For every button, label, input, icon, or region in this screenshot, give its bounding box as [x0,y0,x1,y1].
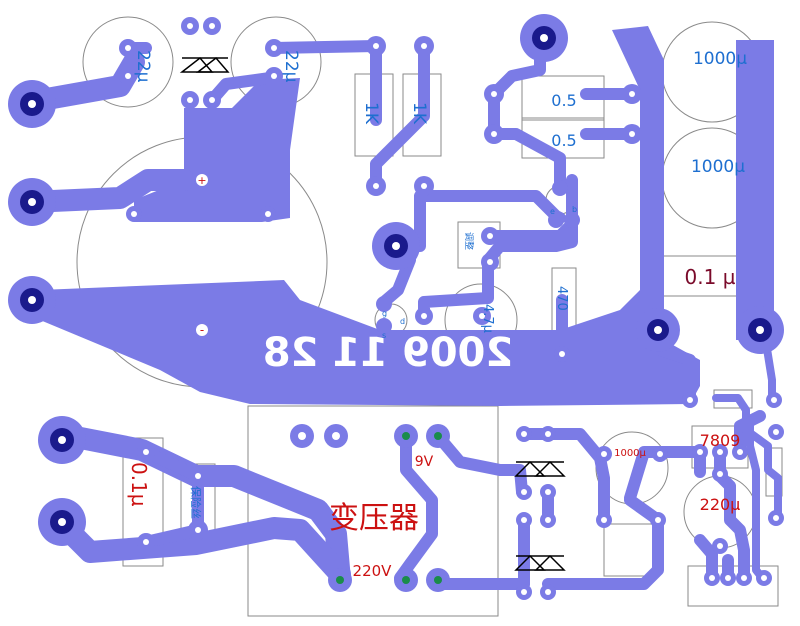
c2-label: 22µ [281,50,301,83]
date-text: 2009 11 28 [263,330,514,376]
pin-e-label: e [550,207,555,216]
terminal-pad [8,178,56,226]
r5-label: 470 [554,286,569,311]
plus-icon: + [197,174,206,187]
minus-marker [196,324,208,336]
terminal-pad [636,308,680,352]
reg-label: 7809 [700,431,741,450]
xfmr-in-label: 220V [353,562,393,580]
terminal-pad [38,416,86,464]
minus-icon: - [200,323,204,337]
terminal-pad [8,276,56,324]
component-labels: 22µ 22µ 1K 1K 0.5 0.5 1000µ 1000µ 0.1 µ … [127,49,747,580]
transformer-pins [336,432,442,584]
r1-label: 1K [361,102,381,125]
c-big2-label: 1000µ [691,157,745,177]
terminal-pad [736,306,784,354]
drill-holes [125,23,779,595]
terminal-pad [38,498,86,546]
c6-label: 1000µ [614,448,646,459]
c-big1-label: 1000µ [693,49,747,69]
diode-icon [514,554,566,571]
terminal-pad [8,80,56,128]
trim-label: 调整 [463,232,475,250]
r2-label: 1K [409,102,429,125]
pin-g-label: g [382,309,387,318]
r4-label: 0.5 [551,131,576,150]
terminal-pads [8,14,784,546]
diode-symbols [179,56,566,571]
diode-icon [179,56,230,73]
diode-icon [514,460,566,477]
terminal-pad [520,14,568,62]
c4-label: 4.7µ [480,304,495,333]
copper-pour-right [736,40,774,340]
c5-label: 0.1µ [127,462,151,507]
xfmr-out-label: 9V [415,454,434,470]
pin-s-label: s [382,331,386,340]
r3-label: 0.5 [551,91,576,110]
pin-b-label: b [572,205,577,214]
copper-pour-main [40,26,700,406]
pin-d-label: d [400,317,405,326]
xfmr-label: 变压器 [329,501,419,536]
c7-label: 220µ [700,495,741,514]
c1-label: 22µ [133,50,153,83]
c3-label: 0.1 µ [685,265,736,289]
fuse-label: 保险丝 [189,486,203,519]
plus-marker [196,174,208,186]
terminal-pad [372,222,420,270]
